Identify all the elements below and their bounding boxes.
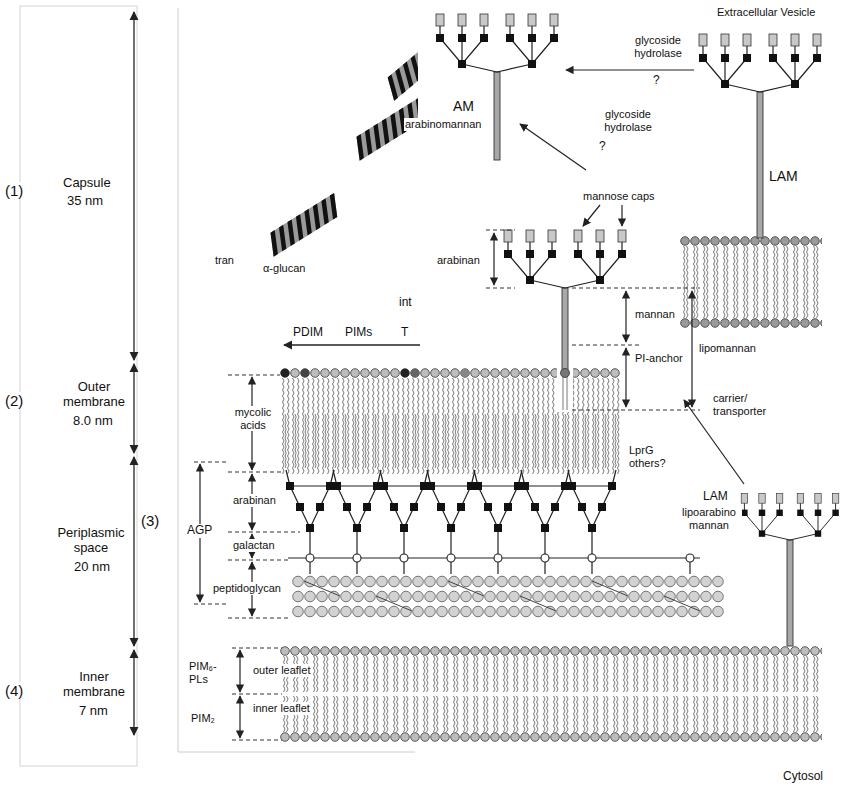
- lipid-label: PDIM: [292, 326, 324, 340]
- dimension: 7 nm: [78, 704, 109, 719]
- molecule-label: AM: [452, 98, 475, 114]
- molecule-label: α-glucan: [262, 262, 306, 275]
- part-label: Extracellular Vesicle: [716, 6, 816, 19]
- part-label: PI-anchor: [634, 352, 684, 365]
- lipid-label: PIM₂: [190, 712, 216, 725]
- callout-number: (1): [4, 182, 24, 199]
- compartment-label: Cytosol: [782, 770, 824, 784]
- lipid-label: T: [400, 326, 409, 340]
- layer-name: Periplasmic space: [52, 526, 130, 556]
- dimension: 20 nm: [73, 560, 111, 575]
- layer-name: Outer membrane: [58, 380, 130, 410]
- question-mark: ?: [598, 140, 607, 154]
- part-label: int: [398, 296, 413, 310]
- dimension: 8.0 nm: [72, 414, 114, 429]
- callout-number: (4): [4, 682, 24, 699]
- layer-label: galactan: [232, 539, 276, 552]
- part-label: mannan: [634, 308, 676, 321]
- leaflet-label: inner leaflet: [252, 702, 311, 715]
- protein-label: LprG others?: [628, 444, 678, 469]
- part-label: tran: [214, 254, 235, 267]
- molecule-label: lipoarabino mannan: [676, 506, 742, 531]
- part-label: lipomannan: [698, 342, 757, 355]
- molecule-label: LAM: [768, 168, 799, 184]
- part-label: arabinan: [436, 254, 481, 267]
- molecule-label: arabinomannan: [404, 118, 482, 131]
- layer-label: mycolic acids: [226, 406, 280, 431]
- question-mark: ?: [652, 74, 661, 88]
- part-label: mannose caps: [582, 190, 656, 203]
- dimension: 35 nm: [66, 194, 104, 209]
- layer-label: AGP: [186, 524, 213, 538]
- callout-number: (2): [4, 392, 24, 409]
- molecule-label: LAM: [702, 490, 729, 504]
- layer-name: Inner membrane: [58, 670, 130, 700]
- transport-label: carrier/ transporter: [712, 392, 794, 417]
- lipid-label: PIMs: [344, 326, 373, 340]
- layer-name: Capsule: [62, 176, 112, 191]
- callout-number: (3): [140, 512, 160, 529]
- enzyme-label: glycoside hydrolase: [590, 108, 666, 133]
- enzyme-label: glycoside hydrolase: [620, 34, 696, 59]
- layer-label: arabinan: [232, 494, 277, 507]
- leaflet-label: outer leaflet: [252, 664, 311, 677]
- layer-label: peptidoglycan: [212, 582, 282, 595]
- lipid-label: PIM₆- PLs: [188, 660, 228, 685]
